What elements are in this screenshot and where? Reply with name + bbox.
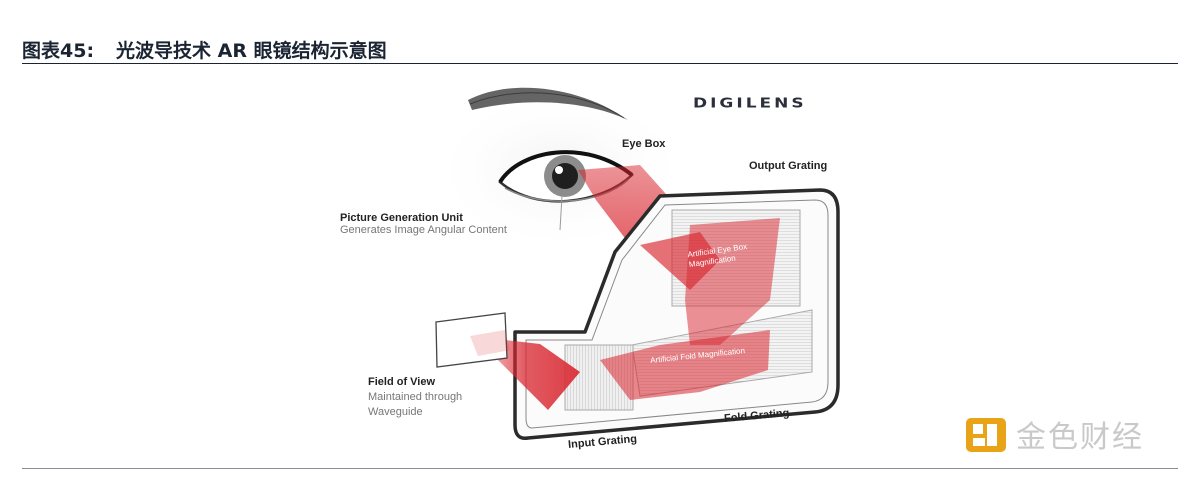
jinse-logo-icon	[966, 418, 1006, 452]
figure-caption: 图表45: 光波导技术 AR 眼镜结构示意图	[22, 36, 387, 63]
label-field-of-view: Field of View Maintained through Wavegui…	[368, 375, 462, 420]
field-of-view-box	[435, 312, 508, 368]
fold-beam	[600, 330, 770, 400]
label-pgu: Picture Generation Unit Generates Image …	[340, 212, 507, 236]
label-fov-sub1: Maintained through	[368, 391, 463, 403]
figure-caption-title: 光波导技术 AR 眼镜结构示意图	[116, 40, 387, 62]
digilens-logo: DIGILENS	[693, 96, 807, 112]
label-eye-box: Eye Box	[622, 138, 666, 150]
pgu-leader	[559, 195, 563, 231]
label-pgu-sub: Generates Image Angular Content	[340, 224, 507, 236]
bottom-rule	[22, 468, 1178, 469]
label-fov-title: Field of View	[368, 376, 436, 388]
figure-caption-label: 图表45:	[22, 40, 95, 62]
watermark-text: 金色财经	[1016, 420, 1144, 455]
label-fov-sub2: Waveguide	[368, 406, 423, 418]
eyebrow	[468, 87, 628, 120]
label-output-grating: Output Grating	[749, 160, 828, 172]
caption-rule	[22, 63, 1178, 64]
eye	[498, 150, 634, 203]
label-pgu-title: Picture Generation Unit	[340, 212, 463, 224]
watermark: 金色财经	[966, 412, 1144, 456]
